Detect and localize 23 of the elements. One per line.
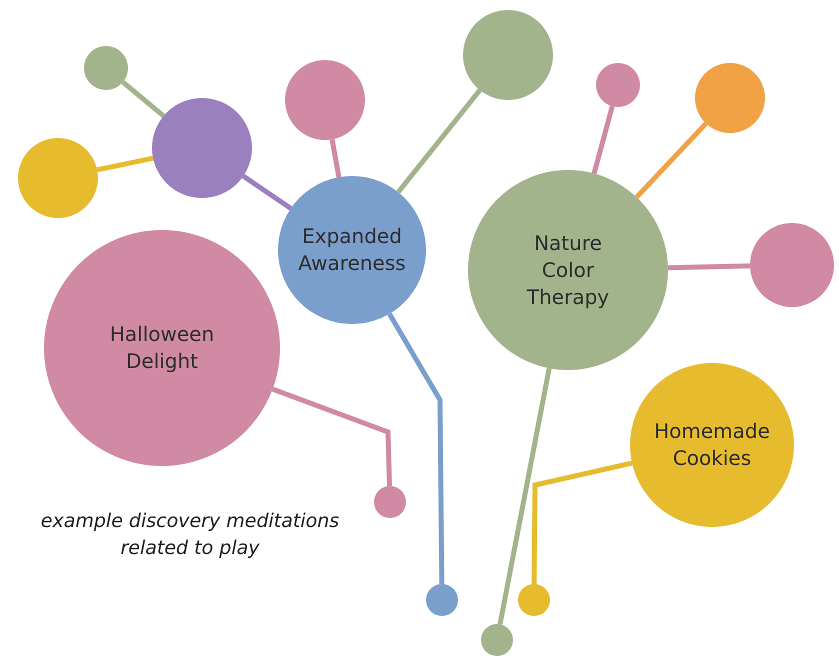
connector-line xyxy=(396,88,482,194)
bubble-label: Nature Color Therapy xyxy=(526,230,610,310)
bubble xyxy=(84,46,128,90)
note-text: example discovery meditations related to play xyxy=(40,509,340,561)
bubble xyxy=(374,486,406,518)
connector-line xyxy=(121,80,166,118)
connector-line xyxy=(96,156,154,172)
connector-line xyxy=(592,106,615,174)
connector-line xyxy=(634,122,708,199)
bubble xyxy=(596,63,640,107)
bubble-label: Halloween Delight xyxy=(108,321,216,375)
connector-line xyxy=(242,174,292,210)
bubble-label: Homemade Cookies xyxy=(653,418,771,472)
connector-line xyxy=(668,263,750,270)
connector-line xyxy=(330,138,342,178)
connector-line xyxy=(387,312,444,584)
connector-line xyxy=(498,368,552,625)
bubble-label: Expanded Awareness xyxy=(297,223,407,277)
bubble xyxy=(426,584,458,616)
bubble xyxy=(481,624,513,656)
bubble xyxy=(518,584,550,616)
connector-line xyxy=(532,460,633,584)
connector-line xyxy=(272,386,392,486)
